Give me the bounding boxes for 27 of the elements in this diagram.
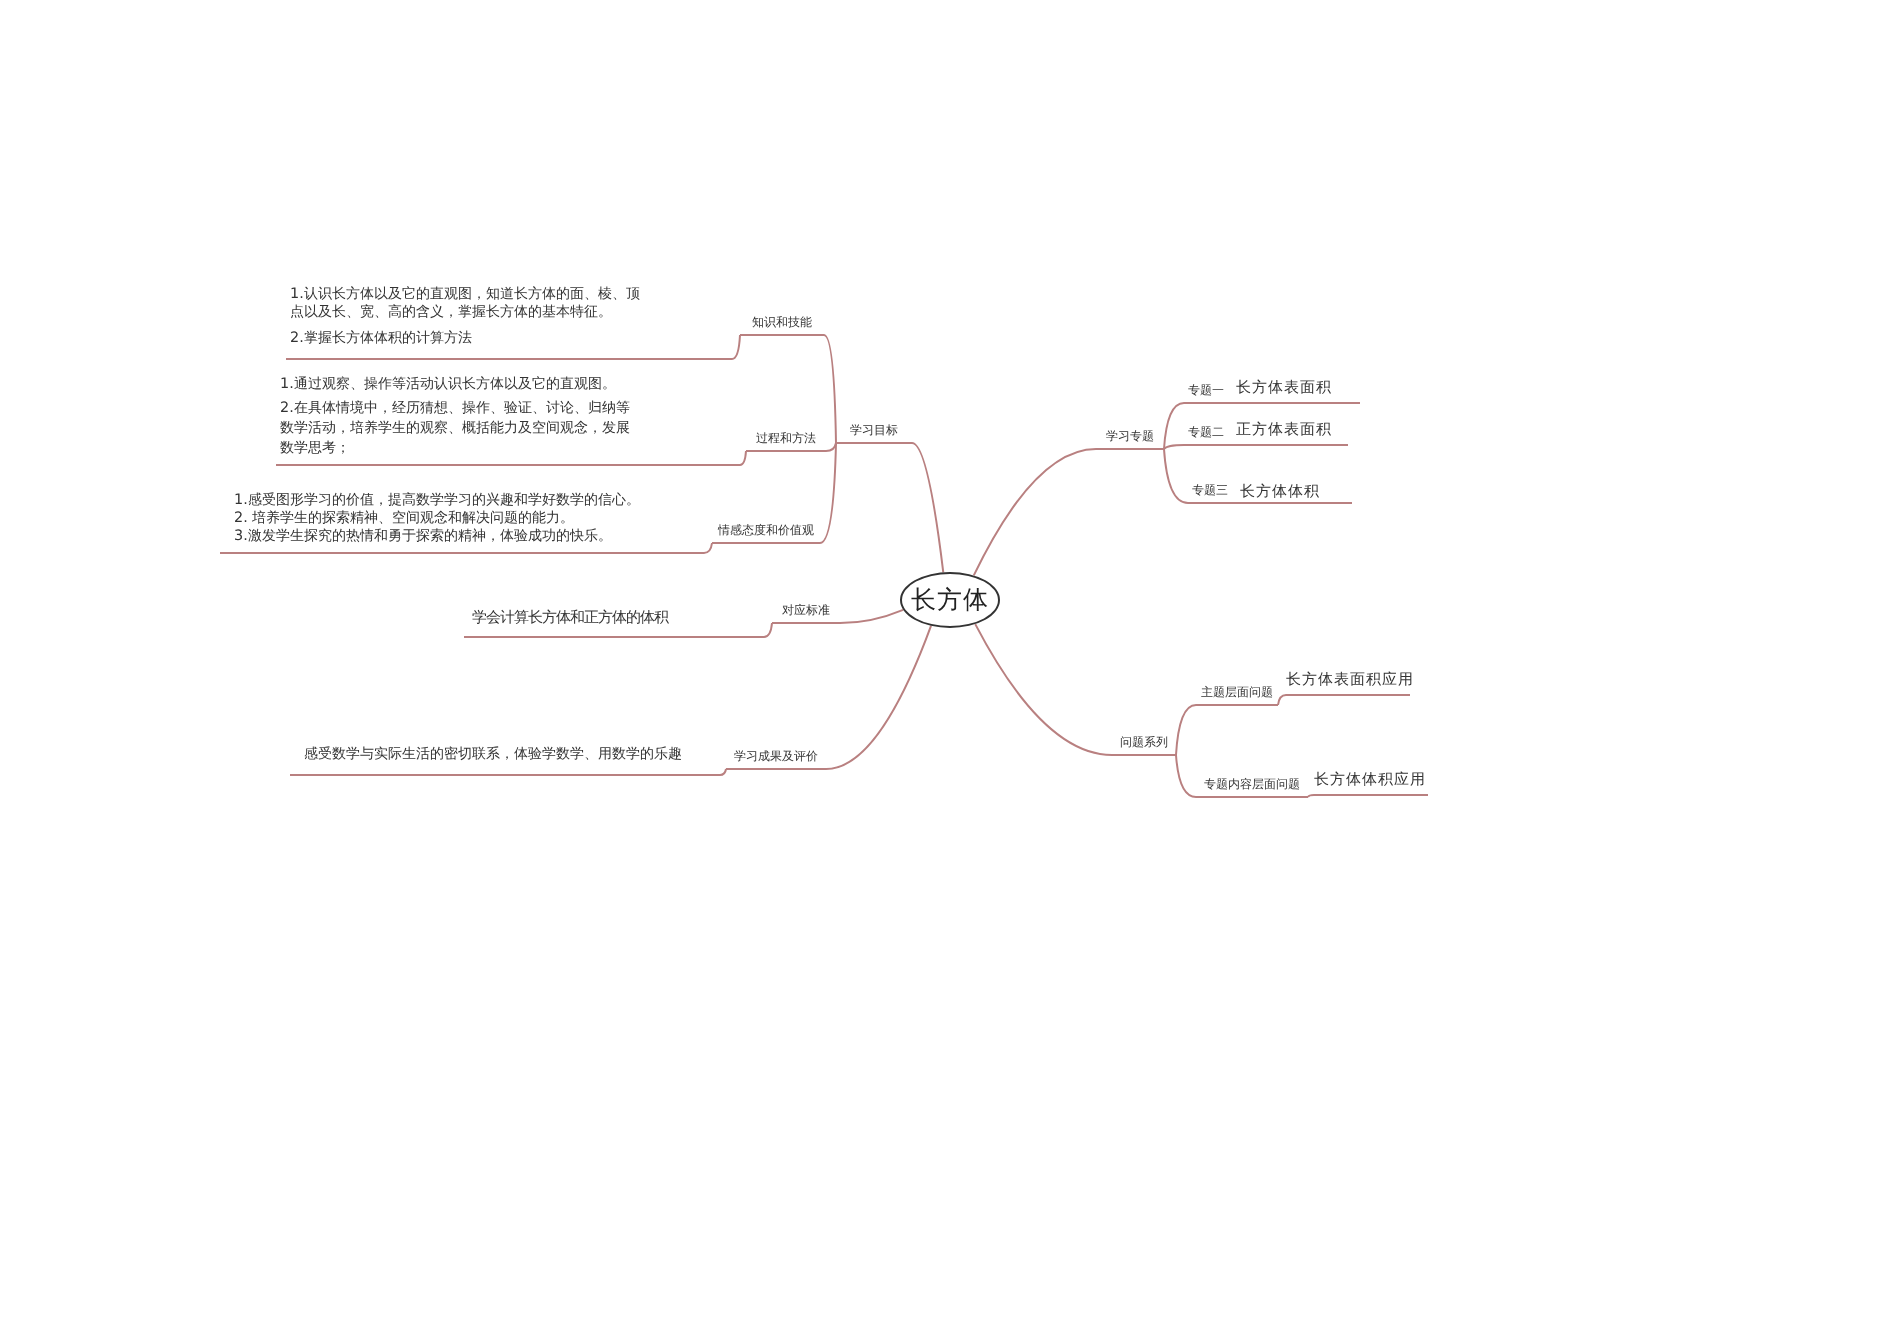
leaf-topic	[276, 374, 740, 466]
branch-line	[1163, 444, 1185, 450]
branch-line	[719, 768, 727, 776]
branch-line	[825, 442, 837, 452]
branch-line	[1227, 402, 1235, 404]
branch-line	[1163, 448, 1189, 504]
branch-line	[1307, 794, 1315, 798]
branch-line	[731, 334, 741, 360]
branch-line	[974, 623, 1113, 756]
branch-line	[972, 448, 1097, 577]
branch-line	[1175, 704, 1197, 756]
branch-line	[839, 608, 905, 624]
branch-line	[823, 334, 837, 444]
branch-line	[825, 624, 932, 770]
branch-line	[739, 450, 747, 466]
branch-line	[1277, 694, 1287, 706]
branch-line	[1231, 502, 1239, 504]
branch-line	[1175, 754, 1197, 798]
leaf-topic	[220, 490, 704, 554]
branch-line	[1227, 444, 1235, 446]
branch-line	[819, 442, 837, 544]
central-topic-ellipse: 长方体	[900, 572, 1000, 628]
branch-line	[703, 542, 713, 554]
leaf-topic	[286, 282, 732, 360]
branch-line	[911, 442, 945, 574]
branch-line	[1163, 402, 1185, 450]
branch-line	[763, 622, 773, 638]
